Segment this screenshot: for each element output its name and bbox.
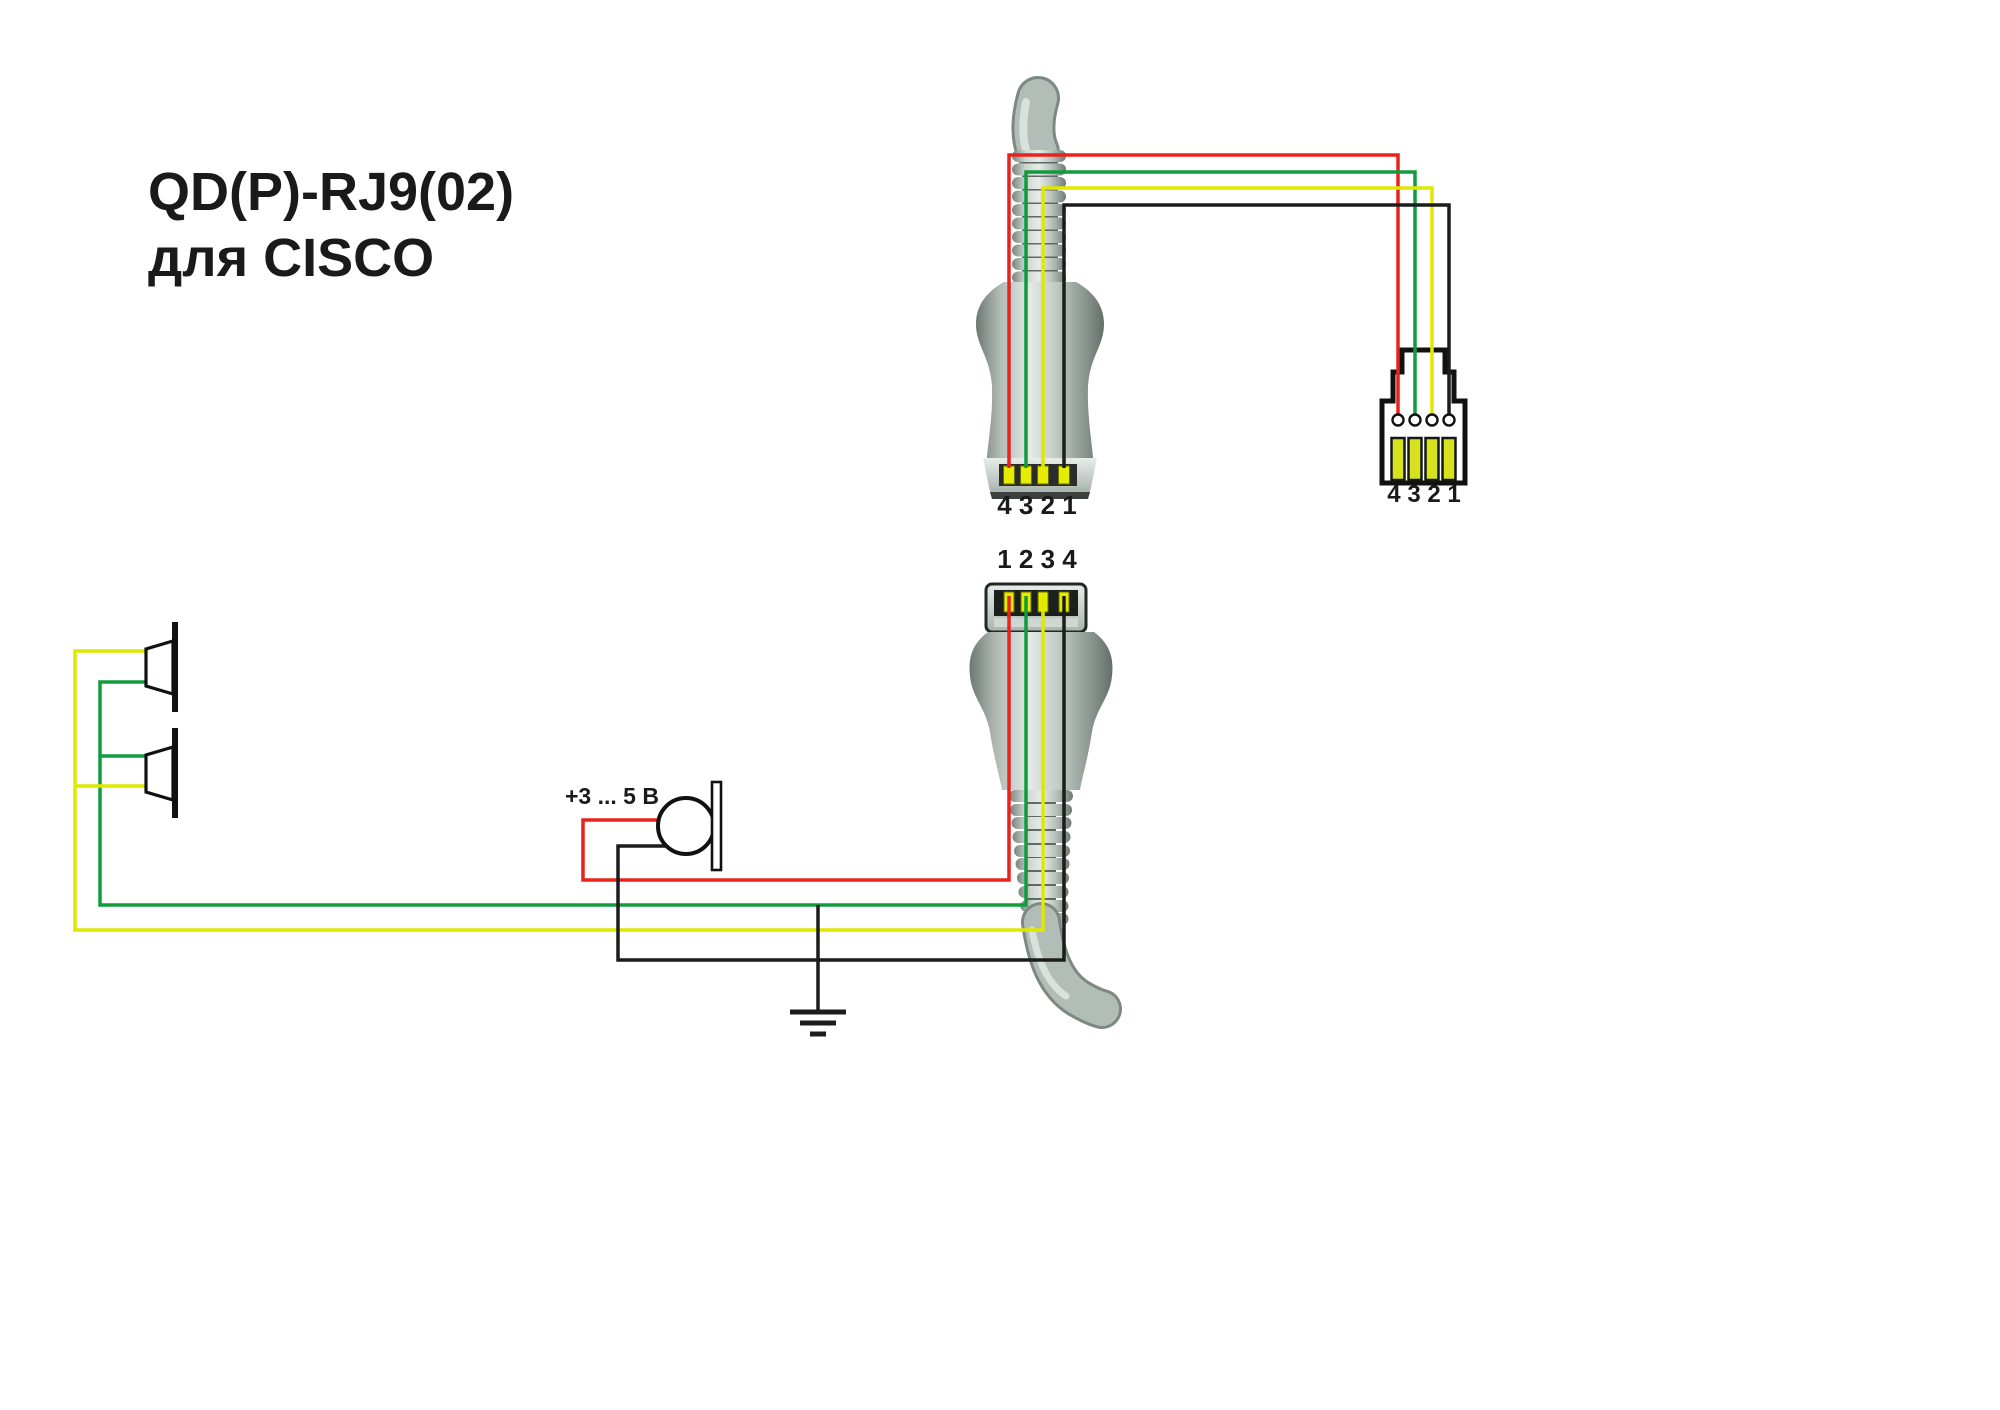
microphone-capsule [656, 796, 716, 856]
cable-ridge [1012, 258, 1066, 270]
wire-red-rj9 [1007, 153, 1400, 468]
qd-face-edge-top [990, 492, 1090, 499]
cable-ridge [1012, 217, 1066, 230]
rj9-pin [1407, 436, 1423, 482]
diagram-title-line1: QD(P)-RJ9(02) [148, 162, 514, 222]
diagram-title-line2: для CISCO [148, 228, 434, 288]
wire-green-rj9 [1024, 170, 1417, 468]
qd-face-strip-bottom [994, 618, 1078, 627]
qd-contact [1037, 465, 1049, 485]
wire-black-ground [616, 596, 1066, 962]
cable-boot-top [1012, 150, 1066, 284]
qd-contact [1003, 465, 1015, 485]
qd-connector-top [976, 76, 1104, 499]
wiring [73, 153, 1451, 1012]
wire-yellow-rj9 [1041, 186, 1434, 468]
rj9-wire-entry [1408, 413, 1422, 427]
speaker-top-symbol [144, 622, 178, 712]
mic-voltage-label: +3 ... 5 В [565, 783, 659, 809]
cable-bottom [1021, 902, 1122, 1029]
speaker-cone [144, 744, 175, 803]
cable-ridge [1012, 271, 1066, 284]
wire-red-mic [581, 596, 1011, 882]
rj9-pin [1390, 436, 1406, 482]
speaker-cone [144, 638, 175, 697]
rj9-connector [1379, 347, 1468, 486]
rj9-wire-entries [1391, 413, 1456, 427]
microphone-plate [710, 780, 723, 872]
qd-contact [1020, 465, 1032, 485]
speaker-baffle [172, 728, 178, 818]
qd-body-top [976, 282, 1104, 458]
wire-black-rj9 [1062, 203, 1451, 468]
qd-body-bottom [969, 632, 1113, 790]
rj9-wire-entry [1391, 413, 1405, 427]
qd-top-pin-labels: 4 3 2 1 [997, 490, 1077, 520]
rj9-pin [1441, 436, 1457, 482]
cable-ridge [1012, 244, 1066, 257]
cable-ridge [1012, 204, 1066, 216]
wire-green-speakers [98, 596, 1028, 907]
rj9-pin-labels: 4 3 2 1 [1387, 481, 1460, 508]
cable-ridge [1012, 231, 1066, 243]
rj9-pin [1424, 436, 1440, 482]
rj9-wire-entry [1425, 413, 1439, 427]
ground-symbol [790, 1009, 846, 1037]
qd-connector-bottom [969, 582, 1122, 1029]
qd-bottom-pin-labels: 1 2 3 4 [997, 544, 1077, 574]
cable-top [1011, 76, 1060, 174]
wire-yellow-speakers [73, 596, 1045, 932]
microphone-symbol [656, 780, 723, 872]
cable-ridge [1012, 190, 1066, 203]
speaker-baffle [172, 622, 178, 712]
qd-contact [1058, 465, 1070, 485]
speaker-bottom-symbol [144, 728, 178, 818]
rj9-wire-entry [1442, 413, 1456, 427]
